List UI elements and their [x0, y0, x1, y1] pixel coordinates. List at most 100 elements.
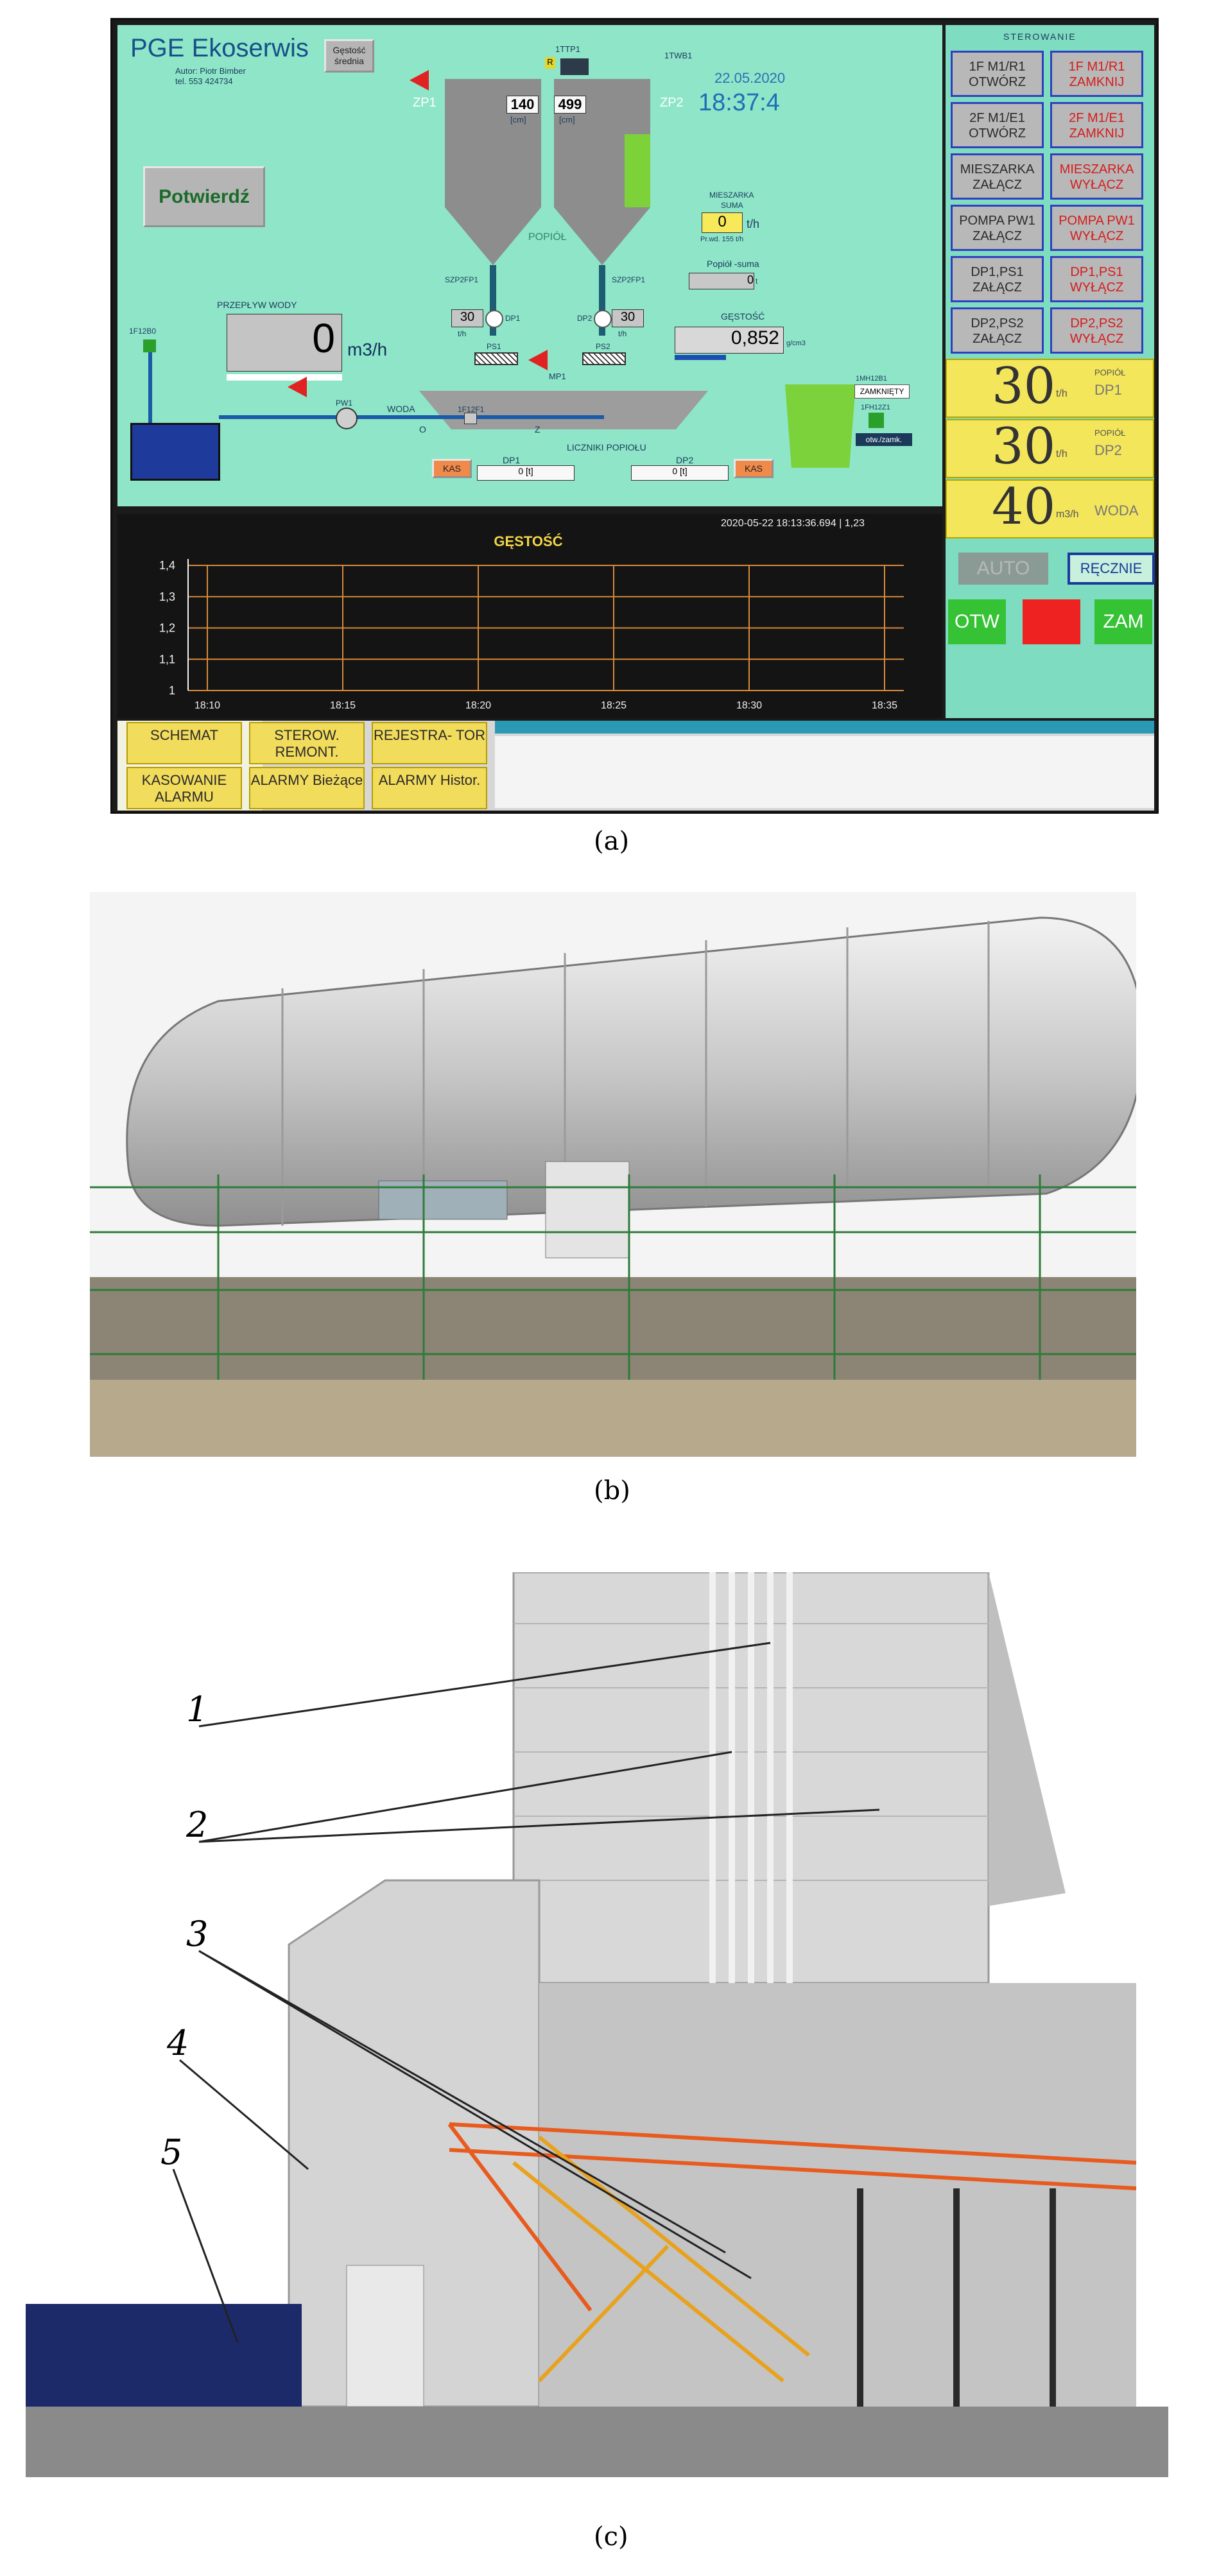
y-tick-label: 1,1: [159, 653, 175, 665]
setpoint-dp2-tag2: DP2: [1094, 442, 1122, 458]
date: 22.05.2020: [714, 70, 786, 86]
valve-mid-label: 1F12F1: [458, 405, 485, 414]
clock: 18:37:4: [698, 89, 780, 116]
density-unit: g/cm3: [786, 339, 806, 347]
nav-kasowanie-alarmu[interactable]: KASOWANIE ALARMU: [126, 767, 242, 809]
mixer-small: Pr.wd. 155 t/h: [700, 236, 744, 243]
dp1-off-button[interactable]: DP1,PS1 WYŁĄCZ: [1050, 256, 1143, 302]
water-pipe-horizontal: [219, 415, 604, 419]
valve-right-2: 1FH12Z1: [861, 404, 890, 411]
valve-mid-icon[interactable]: [464, 413, 477, 424]
callout-2: 2: [186, 1805, 208, 1845]
silo-zp2-cone: [554, 207, 650, 265]
mixer-off-button[interactable]: MIESZARKA WYŁĄCZ: [1050, 153, 1143, 200]
alarm-flag-icon: [410, 70, 429, 90]
process-schematic: PGE Ekoserwis Autor: Piotr Bimber tel. 5…: [117, 25, 942, 506]
caption-a: (a): [594, 827, 630, 856]
ash-sum-value: 0: [689, 273, 754, 289]
silo-zp1-cone: [445, 207, 541, 265]
screw-conveyor-ps1: [474, 352, 518, 365]
nav-schemat[interactable]: SCHEMAT: [126, 722, 242, 764]
fence: [90, 1174, 1136, 1380]
mp1-label: MP1: [549, 372, 566, 381]
valve-left-icon[interactable]: [143, 339, 156, 352]
control-close-1[interactable]: 1F M1/R1 ZAMKNIJ: [1050, 51, 1143, 97]
control-open-2[interactable]: 2F M1/E1 OTWÓRZ: [951, 102, 1044, 148]
control-close-2[interactable]: 2F M1/E1 ZAMKNIJ: [1050, 102, 1143, 148]
silo1-unit: [cm]: [510, 115, 526, 125]
hmi-screen: PGE Ekoserwis Autor: Piotr Bimber tel. 5…: [110, 18, 1159, 814]
bottom-nav: SCHEMAT STEROW. REMONT. REJESTRA- TOR KA…: [117, 721, 1154, 811]
nav-alarmy-histor[interactable]: ALARMY Histor.: [372, 767, 487, 809]
brand-phone: tel. 553 424734: [175, 76, 233, 86]
product-tank: [785, 384, 856, 468]
setpoint-water[interactable]: 40 m3/h WODA: [946, 478, 1154, 538]
nav-sterow-remont[interactable]: STEROW. REMONT.: [249, 722, 365, 764]
callout-lines: [172, 1642, 880, 2343]
kas-dp1-button[interactable]: KAS: [432, 459, 472, 478]
setpoint-dp2-value: 30: [992, 418, 1056, 476]
building-photo-illustration: 1 2 3 4 5: [26, 1572, 1168, 2477]
open-button[interactable]: OTW: [948, 599, 1006, 644]
building-door: [346, 2265, 424, 2407]
mixer-alarm-flag-icon: [528, 350, 548, 370]
silo-zp2-level: [625, 134, 650, 207]
y-tick-label: 1,3: [159, 590, 175, 603]
pump-on-button[interactable]: POMPA PW1 ZAŁĄCZ: [951, 205, 1044, 251]
control-title: STEROWANIE: [1003, 31, 1076, 42]
kas-dp2-button[interactable]: KAS: [734, 459, 774, 478]
callout-3: 3: [186, 1914, 208, 1954]
confirm-button[interactable]: Potwierdź: [143, 166, 265, 227]
setpoint-dp2[interactable]: 30 t/h POPIÓŁ DP2: [946, 418, 1154, 478]
counter-dp1: 0 [t]: [477, 465, 575, 481]
pump-alarm-flag-icon: [288, 377, 307, 397]
feeder2-value: 30: [612, 309, 644, 327]
ash-sum-label: Popiół -suma: [707, 259, 759, 269]
counters-label: LICZNIKI POPIOŁU: [567, 442, 646, 452]
feeder1-unit: t/h: [458, 329, 467, 338]
valve-open-icon[interactable]: [869, 413, 884, 428]
pump-off-button[interactable]: POMPA PW1 WYŁĄCZ: [1050, 205, 1143, 251]
dp1-on-button[interactable]: DP1,PS1 ZAŁĄCZ: [951, 256, 1044, 302]
caption-b: (b): [594, 1476, 630, 1506]
ash-label: POPIÓŁ: [528, 232, 567, 243]
sensor-label-1: 1TTP1: [555, 44, 581, 54]
upper-roof-side: [989, 1572, 1066, 1906]
flow-value: 0: [227, 314, 342, 372]
setpoint-dp2-tag1: POPIÓŁ: [1094, 428, 1126, 438]
mixer-value: 0: [702, 212, 743, 233]
dp2-on-button[interactable]: DP2,PS2 ZAŁĄCZ: [951, 307, 1044, 354]
nav-alarmy-biezace[interactable]: ALARMY Bieżące: [249, 767, 365, 809]
nav-rejestrator[interactable]: REJESTRA- TOR: [372, 722, 487, 764]
alarm-list: [495, 736, 1154, 808]
feeder1-value: 30: [451, 309, 483, 327]
close-button[interactable]: ZAM: [1094, 599, 1152, 644]
valve-right-1: 1MH12B1: [856, 375, 887, 382]
auto-mode-button[interactable]: AUTO: [958, 553, 1048, 585]
pipe-zp2: [599, 265, 605, 336]
pump-label: PW1: [336, 399, 353, 408]
setpoint-dp2-unit: t/h: [1056, 449, 1068, 459]
mixer-sum-label: SUMA: [721, 201, 743, 210]
dp2-off-button[interactable]: DP2,PS2 WYŁĄCZ: [1050, 307, 1143, 354]
y-tick-label: 1,4: [159, 559, 175, 572]
setpoint-dp1-tag2: DP1: [1094, 382, 1122, 398]
density-average-button[interactable]: Gęstość średnia: [324, 39, 374, 73]
flow-unit: m3/h: [347, 339, 388, 359]
x-tick-label: 18:35: [872, 700, 897, 711]
r-badge: R: [545, 57, 555, 69]
manual-mode-button[interactable]: RĘCZNIE: [1068, 553, 1155, 585]
open-close-button[interactable]: otw./zamk.: [856, 433, 912, 446]
feeder1-rotor-icon: [485, 310, 503, 328]
feeder2-rotor-icon: [594, 310, 612, 328]
chart-timestamp: 2020-05-22 18:13:36.694 | 1,23: [721, 518, 865, 529]
setpoint-dp1[interactable]: 30 t/h POPIÓŁ DP1: [946, 357, 1154, 418]
mixer-on-button[interactable]: MIESZARKA ZAŁĄCZ: [951, 153, 1044, 200]
setpoint-dp1-value: 30: [992, 357, 1056, 415]
electrical-cabinet: [545, 1161, 630, 1258]
pump-icon[interactable]: [336, 408, 358, 429]
feeder2-unit: t/h: [618, 329, 627, 338]
density-label: GĘSTOŚĆ: [721, 311, 765, 322]
control-open-1[interactable]: 1F M1/R1 OTWÓRZ: [951, 51, 1044, 97]
